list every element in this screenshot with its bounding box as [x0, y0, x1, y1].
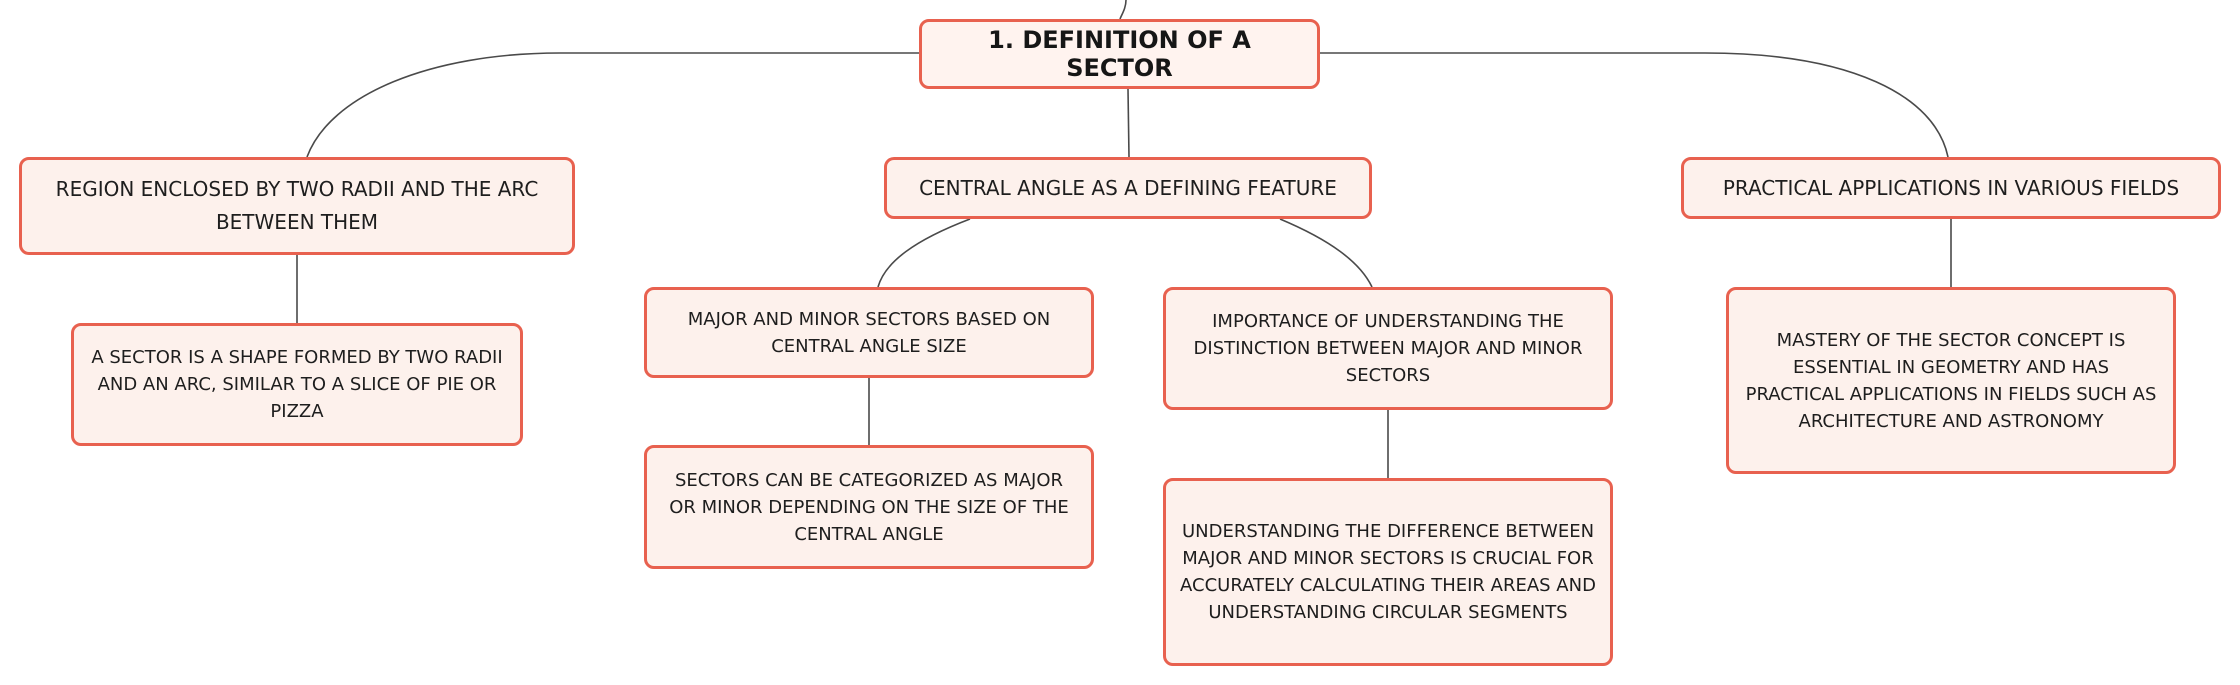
subtopic-node-sectors-categorized[interactable]: SECTORS CAN BE CATEGORIZED AS MAJOR OR M…	[644, 445, 1094, 569]
subtopic-label: SECTORS CAN BE CATEGORIZED AS MAJOR OR M…	[669, 469, 1069, 545]
connector-root-to-central	[1127, 88, 1130, 158]
branch-label: PRACTICAL APPLICATIONS IN VARIOUS FIELDS	[1722, 175, 2180, 200]
subtopic-label: MAJOR AND MINOR SECTORS BASED ON CENTRAL…	[687, 308, 1051, 357]
subtopic-node-importance-of-distinction[interactable]: IMPORTANCE OF UNDERSTANDING THE DISTINCT…	[1163, 287, 1613, 410]
subtopic-label: A SECTOR IS A SHAPE FORMED BY TWO RADII …	[91, 347, 503, 422]
subtopic-label: UNDERSTANDING THE DIFFERENCE BETWEEN MAJ…	[1180, 521, 1596, 623]
branch-node-practical-applications[interactable]: PRACTICAL APPLICATIONS IN VARIOUS FIELDS	[1681, 157, 2221, 219]
branch-label: REGION ENCLOSED BY TWO RADII AND THE ARC…	[55, 177, 539, 234]
subtopic-label: IMPORTANCE OF UNDERSTANDING THE DISTINCT…	[1193, 311, 1583, 386]
branch-node-region-enclosed[interactable]: REGION ENCLOSED BY TWO RADII AND THE ARC…	[19, 157, 575, 255]
connector-root-to-practical	[1320, 52, 1949, 158]
subtopic-node-major-minor-sectors[interactable]: MAJOR AND MINOR SECTORS BASED ON CENTRAL…	[644, 287, 1094, 378]
connector-central-to-importance	[1279, 218, 1373, 288]
subtopic-node-sector-shape[interactable]: A SECTOR IS A SHAPE FORMED BY TWO RADII …	[71, 323, 523, 446]
connector-root-to-region	[306, 52, 919, 158]
branch-node-central-angle[interactable]: CENTRAL ANGLE AS A DEFINING FEATURE	[884, 157, 1372, 219]
connector-parent-to-root	[1119, 0, 1127, 20]
subtopic-label: MASTERY OF THE SECTOR CONCEPT IS ESSENTI…	[1745, 329, 2157, 432]
connector-central-to-majorminor	[877, 218, 971, 288]
root-topic-node[interactable]: 1. DEFINITION OF A SECTOR	[919, 19, 1320, 89]
branch-label: CENTRAL ANGLE AS A DEFINING FEATURE	[919, 175, 1337, 200]
subtopic-node-mastery-of-sector[interactable]: MASTERY OF THE SECTOR CONCEPT IS ESSENTI…	[1726, 287, 2176, 474]
subtopic-node-understanding-difference[interactable]: UNDERSTANDING THE DIFFERENCE BETWEEN MAJ…	[1163, 478, 1613, 666]
root-topic-label: 1. DEFINITION OF A SECTOR	[988, 26, 1251, 82]
